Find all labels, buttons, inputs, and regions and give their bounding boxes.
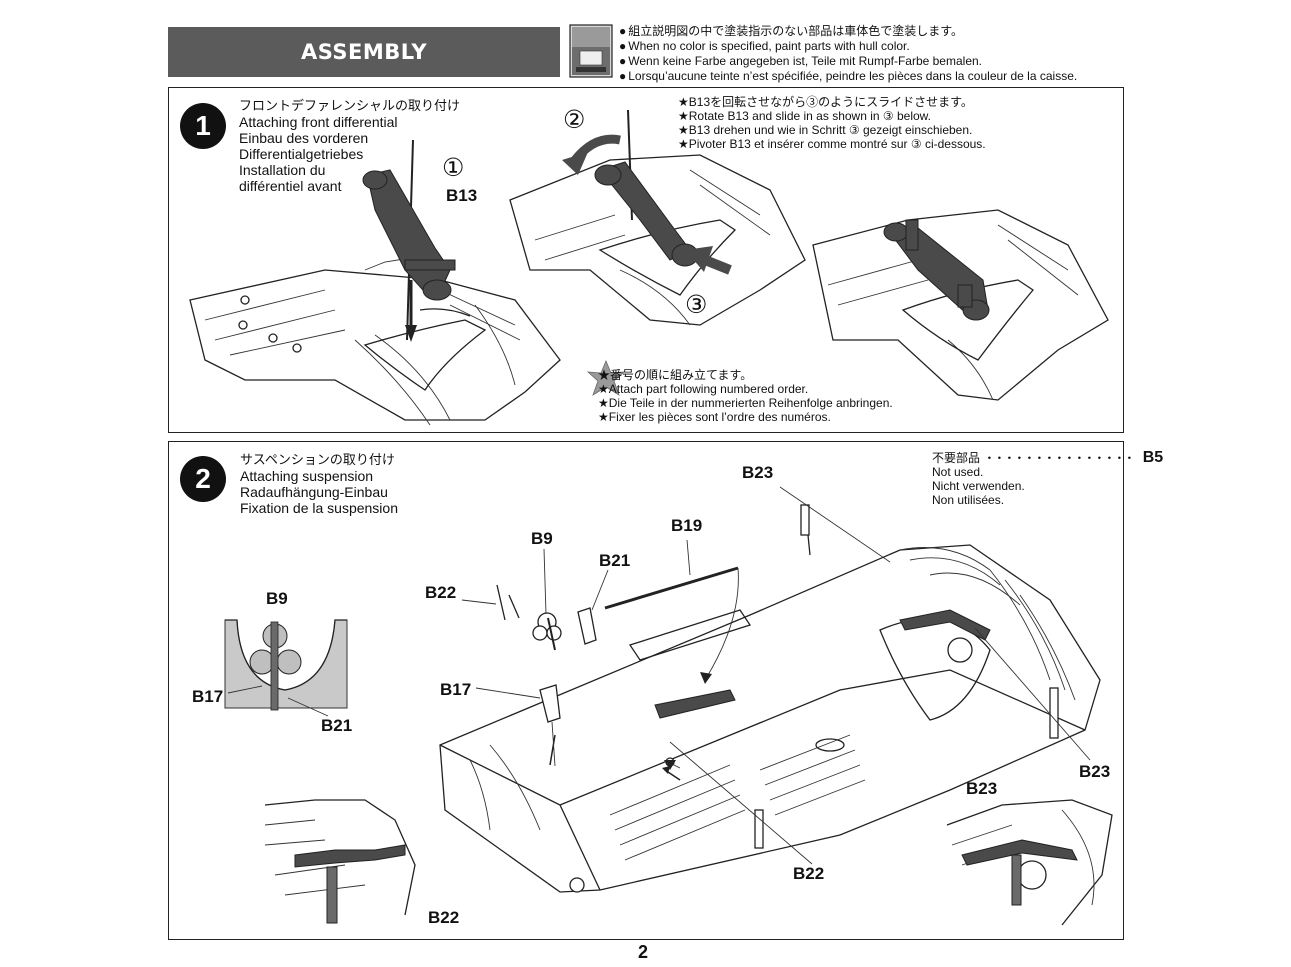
paint-note-en: When no color is specified, paint parts … [619, 39, 1077, 54]
label-b21-inset: B21 [321, 716, 353, 735]
label-b22-bottom: B22 [793, 864, 825, 883]
paint-note-de: Wenn keine Farbe angegeben ist, Teile mi… [619, 54, 1077, 69]
label-b13: B13 [446, 186, 478, 205]
step1-number-3: ③ [685, 290, 708, 319]
rotate-note-en: Rotate B13 and slide in as shown in ③ be… [678, 109, 986, 123]
label-b23-inset: B23 [966, 779, 998, 798]
step1-number-2: ② [563, 105, 586, 134]
assembly-title: ASSEMBLY [300, 40, 428, 64]
label-b22-topleft: B22 [425, 583, 457, 602]
rotate-note-de: B13 drehen und wie in Schritt ③ gezeigt … [678, 123, 986, 137]
step2-inset-right [946, 799, 1113, 926]
not-used-dots: ・・・・・・・・・・・・・・・ [983, 451, 1135, 465]
step1-title-de1: Einbau des vorderen [239, 130, 369, 146]
paint-spray-can-icon [569, 24, 613, 78]
step1-illustration-a [189, 139, 561, 426]
step2-title: サスペンションの取り付け Attaching suspension Radauf… [240, 452, 398, 516]
step1-number-1: ① [442, 153, 465, 182]
label-b23-right: B23 [1079, 762, 1111, 781]
not-used-jp: 不要部品 [932, 451, 981, 465]
step1-title-fr1: Installation du [239, 162, 326, 178]
step2-inset-left [264, 799, 416, 924]
not-used-parts: 不要部品 ・・・・・・・・・・・・・・・ B5 Not used. Nicht … [932, 449, 1164, 508]
step2-number-badge: 2 [180, 456, 226, 502]
step2-title-fr: Fixation de la suspension [240, 500, 398, 516]
label-b17: B17 [440, 680, 472, 699]
step2-title-jp: サスペンションの取り付け [240, 452, 395, 467]
not-used-en: Not used. [932, 465, 984, 479]
step1-title-fr2: différentiel avant [239, 178, 342, 194]
label-b17-inset: B17 [192, 687, 224, 706]
step1-illustration-b [509, 109, 806, 326]
step2-panel [168, 441, 1124, 940]
step1-number: 1 [195, 110, 211, 141]
order-note-jp: 番号の順に組み立てます。 [598, 368, 893, 382]
step1-panel [168, 87, 1124, 433]
step2-detail-inset [224, 619, 348, 711]
order-note-de: Die Teile in der nummerierten Reihenfolg… [598, 396, 893, 410]
rotate-note-fr: Pivoter B13 et insérer comme montré sur … [678, 137, 986, 151]
paint-notes: 組立説明図の中で塗装指示のない部品は車体色で塗装します。 When no col… [619, 24, 1077, 84]
step2-number: 2 [195, 463, 211, 494]
step1-title-en: Attaching front differential [239, 114, 398, 130]
order-note-fr: Fixer les pièces sont l’ordre des numéro… [598, 410, 893, 424]
order-instruction: 番号の順に組み立てます。 Attach part following numbe… [598, 368, 893, 424]
step2-hull-illustration [439, 544, 1101, 893]
step2-title-de: Radaufhängung-Einbau [240, 484, 388, 500]
label-b23-top: B23 [742, 463, 774, 482]
assembly-banner: ASSEMBLY [168, 27, 560, 77]
paint-note-jp: 組立説明図の中で塗装指示のない部品は車体色で塗装します。 [619, 24, 1077, 39]
label-b9: B9 [531, 529, 553, 548]
label-b9-inset: B9 [266, 589, 288, 608]
rotate-note-jp: B13を回転させながら③のようにスライドさせます。 [678, 95, 986, 109]
step1-title-jp: フロントデファレンシャルの取り付け [239, 98, 461, 113]
step1-number-badge: 1 [180, 103, 226, 149]
paint-note-fr: Lorsqu’aucune teinte n’est spécifiée, pe… [619, 69, 1077, 84]
page-number: 2 [638, 942, 649, 962]
step1-illustration-c [812, 209, 1109, 401]
rotate-instruction: B13を回転させながら③のようにスライドさせます。 Rotate B13 and… [678, 95, 986, 151]
step1-title-de2: Differentialgetriebes [239, 146, 364, 162]
label-b22-inset: B22 [428, 908, 460, 927]
step1-title: フロントデファレンシャルの取り付け Attaching front differ… [239, 98, 460, 194]
not-used-de: Nicht verwenden. [932, 479, 1025, 493]
not-used-fr: Non utilisées. [932, 493, 1005, 507]
not-used-part: B5 [1142, 449, 1164, 466]
label-b21: B21 [599, 551, 631, 570]
label-b19: B19 [671, 516, 703, 535]
order-note-en: Attach part following numbered order. [598, 382, 893, 396]
not-used-header: 不要部品 ・・・・・・・・・・・・・・・ B5 [932, 449, 1164, 466]
step2-title-en: Attaching suspension [240, 468, 374, 484]
